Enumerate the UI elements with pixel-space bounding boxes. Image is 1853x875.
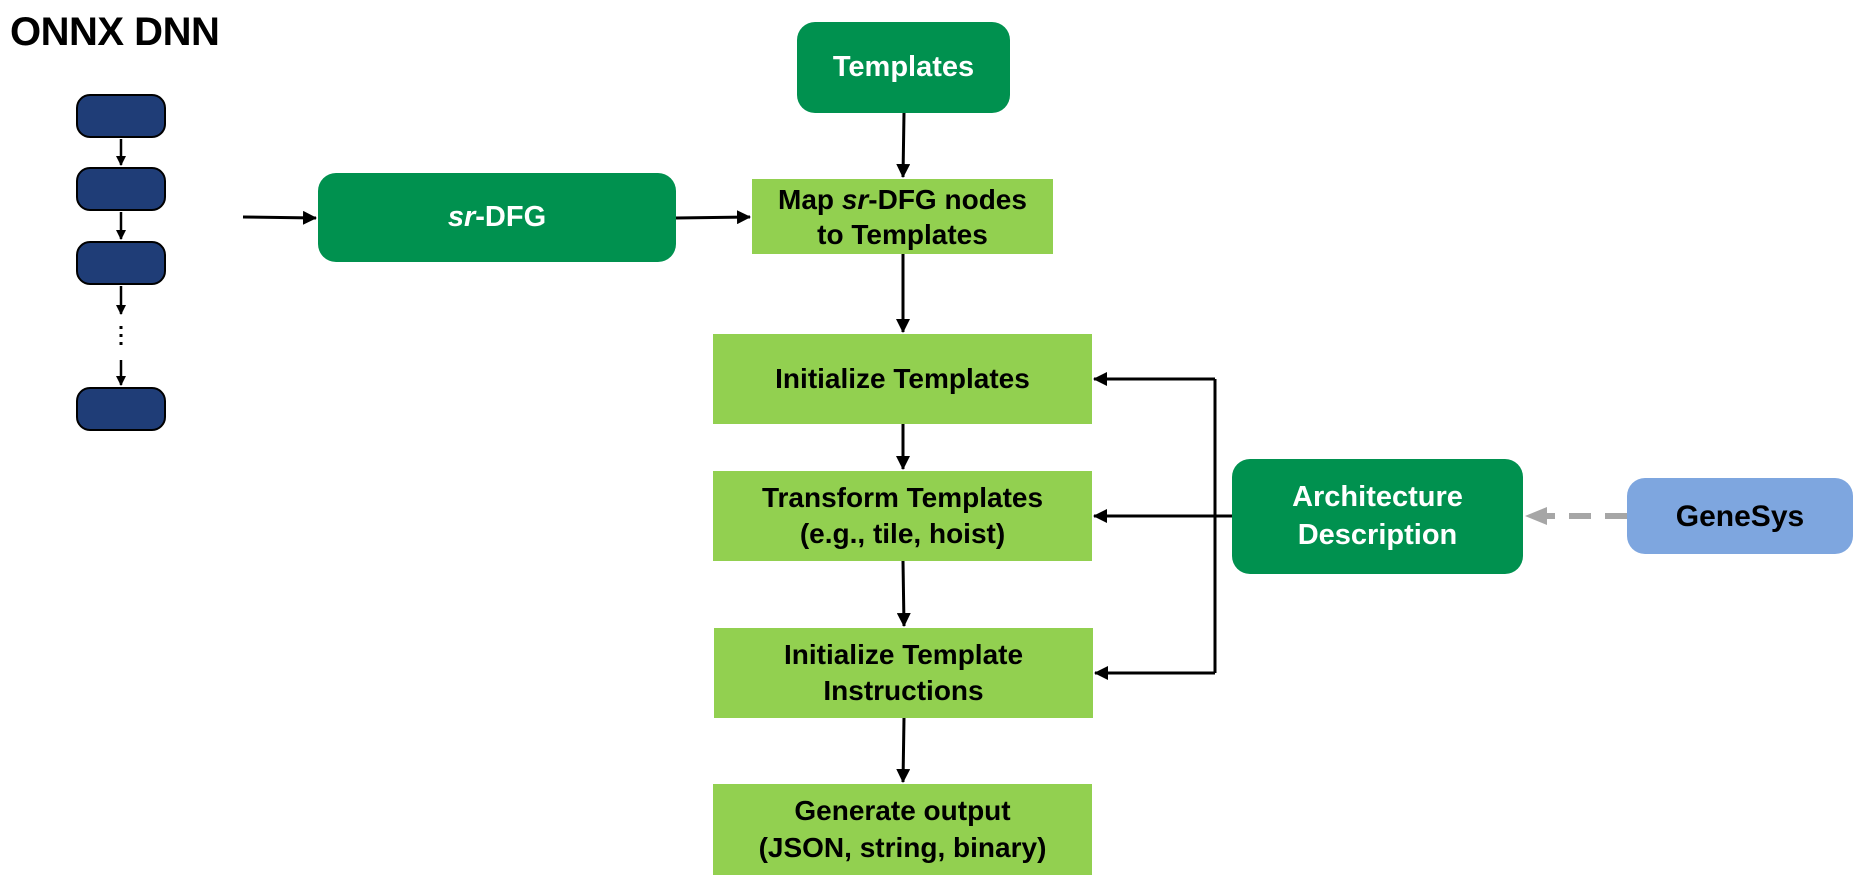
initialize-instructions-box: Initialize Template Instructions — [714, 628, 1093, 718]
templates-label: Templates — [832, 50, 975, 83]
srdfg-box: sr-DFG — [318, 173, 676, 262]
genesys-box: GeneSys — [1627, 478, 1853, 554]
srdfg-suffix: -DFG — [475, 200, 547, 233]
architecture-description-line2: Description — [1297, 518, 1458, 551]
diagram-title: ONNX DNN — [10, 10, 220, 54]
transform-templates-box: Transform Templates (e.g., tile, hoist) — [713, 471, 1092, 561]
dnn-node-3 — [76, 241, 166, 285]
generate-output-line1: Generate output — [794, 795, 1011, 827]
map-nodes-line1: Map sr-DFG nodes — [778, 183, 1027, 215]
templates-box: Templates — [797, 22, 1010, 113]
genesys-label: GeneSys — [1675, 499, 1805, 533]
architecture-description-box: Architecture Description — [1232, 459, 1523, 574]
transform-templates-line1: Transform Templates — [761, 481, 1044, 513]
srdfg-prefix: sr — [447, 200, 476, 233]
arrow-dnn-to-srdfg — [242, 210, 317, 225]
arrow-templates-to-map — [896, 112, 911, 178]
architecture-description-line1: Architecture — [1292, 480, 1463, 513]
dnn-node-2 — [76, 167, 166, 211]
dnn-node-1 — [76, 94, 166, 138]
generate-output-line2: (JSON, string, binary) — [758, 831, 1047, 863]
dnn-node-last — [76, 387, 166, 431]
arrow-transform-to-instructions — [896, 560, 911, 627]
generate-output-box: Generate output (JSON, string, binary) — [713, 784, 1092, 875]
transform-templates-line2: (e.g., tile, hoist) — [799, 518, 1006, 549]
map-nodes-box: Map sr-DFG nodes to Templates — [752, 179, 1053, 254]
arrow-srdfg-to-map — [675, 210, 751, 225]
map-nodes-line2: to Templates — [817, 218, 988, 250]
arrow-instructions-to-generate — [896, 717, 911, 783]
initialize-templates-box: Initialize Templates — [713, 334, 1092, 424]
initialize-instructions-line2: Instructions — [823, 675, 984, 706]
initialize-instructions-line1: Initialize Template — [783, 638, 1024, 670]
initialize-templates-label: Initialize Templates — [775, 362, 1030, 394]
